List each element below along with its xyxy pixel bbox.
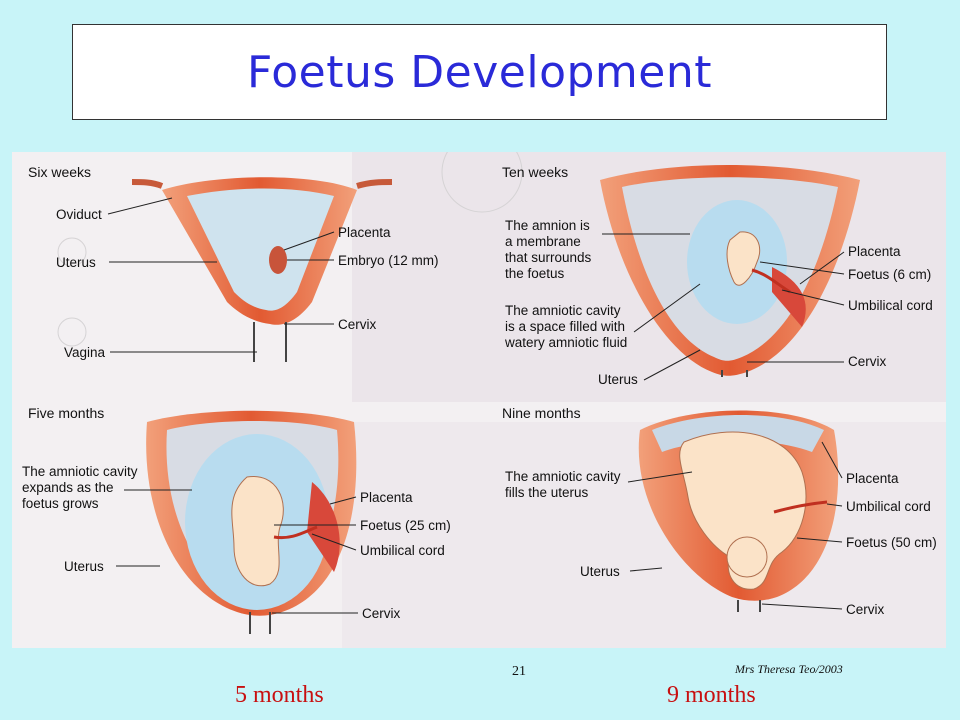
- placenta-label-five-months: Placenta: [360, 490, 413, 505]
- amnion-description: The amnion is a membrane that surrounds …: [505, 218, 592, 281]
- five-months-cavity-line-1: The amniotic cavity: [22, 464, 138, 479]
- umbilical-label-five-months: Umbilical cord: [360, 543, 445, 558]
- ten-weeks-heading: Ten weeks: [502, 164, 568, 180]
- six-weeks-embryo: [269, 246, 287, 274]
- placenta-label-ten-weeks: Placenta: [848, 244, 901, 259]
- page-title: Foetus Development: [247, 46, 712, 98]
- ten-weeks-cavity-line-3: watery amniotic fluid: [504, 335, 627, 350]
- ten-weeks-cavity-line-2: is a space filled with: [505, 319, 625, 334]
- ten-weeks-placenta: [772, 267, 806, 327]
- six-weeks-leaders: [107, 197, 335, 353]
- six-weeks-oviduct-left: [131, 179, 164, 189]
- uterus-label-nine-months: Uterus: [580, 564, 620, 579]
- nine-months-cervix: [737, 600, 761, 612]
- five-months-cavity-description: The amniotic cavity expands as the foetu…: [22, 464, 138, 511]
- ten-weeks-diagram: [600, 165, 860, 377]
- diagram-svg: Six weeks Oviduct Uterus Vagina Placenta…: [22, 152, 946, 648]
- umbilical-label-nine-months: Umbilical cord: [846, 499, 931, 514]
- five-months-cervix: [249, 612, 271, 634]
- nine-months-diagram: [638, 410, 839, 612]
- five-months-heading: Five months: [28, 405, 104, 421]
- six-weeks-heading: Six weeks: [28, 164, 91, 180]
- cervix-label-five-months: Cervix: [362, 606, 401, 621]
- placenta-label-nine-months: Placenta: [846, 471, 899, 486]
- nine-months-cavity-line-2: fills the uterus: [505, 485, 589, 500]
- cervix-label-six-weeks: Cervix: [338, 317, 377, 332]
- umbilical-label-ten-weeks: Umbilical cord: [848, 298, 933, 313]
- diagram-figure: Six weeks Oviduct Uterus Vagina Placenta…: [12, 152, 946, 648]
- five-months-foetus: [231, 476, 284, 587]
- nine-months-umbilical: [773, 500, 828, 514]
- author-credit: Mrs Theresa Teo/2003: [735, 662, 843, 676]
- ten-weeks-umbilical: [751, 268, 791, 294]
- uterus-label-ten-weeks: Uterus: [598, 372, 638, 387]
- cervix-label-ten-weeks: Cervix: [848, 354, 887, 369]
- amnion-line-2: a membrane: [505, 234, 581, 249]
- uterus-label-five-months: Uterus: [64, 559, 104, 574]
- uterus-label-six-weeks: Uterus: [56, 255, 96, 270]
- six-weeks-cervix: [253, 322, 287, 362]
- caption-5-months: 5 months: [235, 682, 324, 708]
- nine-months-cavity-description: The amniotic cavity fills the uterus: [505, 469, 621, 500]
- nine-months-head: [726, 536, 768, 578]
- five-months-cavity-line-3: foetus grows: [22, 496, 99, 511]
- ten-weeks-cervix: [721, 370, 748, 377]
- placenta-label-six-weeks: Placenta: [338, 225, 391, 240]
- ten-weeks-leaders: [602, 233, 845, 381]
- amnion-line-3: that surrounds: [505, 250, 592, 265]
- ten-weeks-foetus: [726, 231, 761, 286]
- five-months-umbilical: [273, 525, 318, 540]
- nine-months-heading: Nine months: [502, 405, 581, 421]
- cervix-label-nine-months: Cervix: [846, 602, 885, 617]
- oviduct-label: Oviduct: [56, 207, 102, 222]
- caption-9-months: 9 months: [667, 682, 756, 708]
- title-box: Foetus Development: [72, 24, 887, 120]
- ten-weeks-cavity-description: The amniotic cavity is a space filled wi…: [504, 303, 627, 350]
- page-number: 21: [512, 664, 526, 679]
- six-weeks-oviduct-right: [356, 179, 393, 189]
- nine-months-leaders: [627, 441, 843, 610]
- nine-months-cavity-line-1: The amniotic cavity: [505, 469, 621, 484]
- embryo-label: Embryo (12 mm): [338, 253, 439, 268]
- foetus-label-ten-weeks: Foetus (6 cm): [848, 267, 931, 282]
- five-months-diagram: [146, 410, 357, 634]
- five-months-placenta: [307, 482, 340, 572]
- five-months-cavity-line-2: expands as the: [22, 480, 114, 495]
- amnion-line-4: the foetus: [505, 266, 565, 281]
- nine-months-foetus: [679, 431, 807, 590]
- foetus-label-nine-months: Foetus (50 cm): [846, 535, 937, 550]
- ten-weeks-cavity-line-1: The amniotic cavity: [505, 303, 621, 318]
- foetus-label-five-months: Foetus (25 cm): [360, 518, 451, 533]
- vagina-label: Vagina: [64, 345, 106, 360]
- amnion-line-1: The amnion is: [505, 218, 590, 233]
- six-weeks-diagram: [131, 177, 393, 362]
- six-weeks-uterus-cavity: [187, 188, 334, 311]
- five-months-leaders: [116, 489, 358, 614]
